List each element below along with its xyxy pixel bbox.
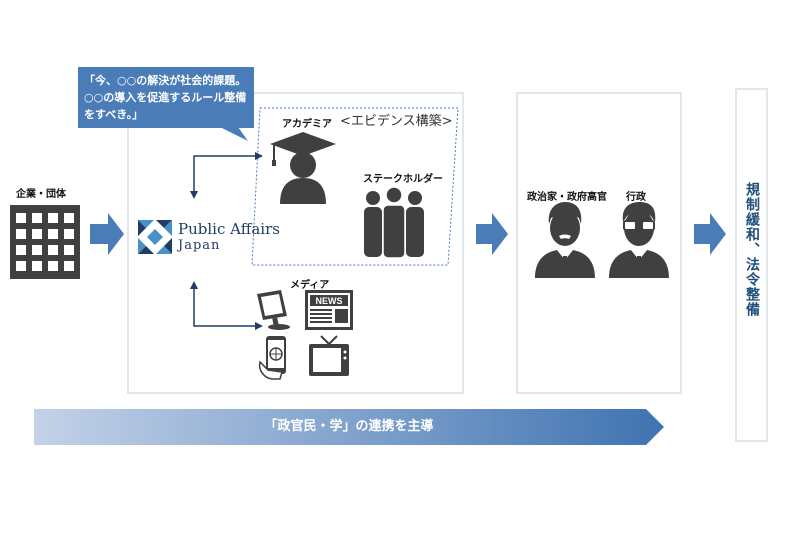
politicians-label: 政治家・政府高官 (527, 192, 607, 203)
client-label: 企業・団体 (16, 189, 66, 200)
television-icon (309, 335, 349, 376)
media-label: メディア (290, 280, 330, 291)
news-text: NEWS (316, 296, 343, 306)
graduate-icon (270, 132, 336, 204)
arrow-right-icon (694, 213, 726, 255)
group-people-icon (364, 186, 424, 259)
monitor-icon (257, 290, 290, 330)
academia-label: アカデミア (282, 119, 332, 130)
government-panel (516, 92, 682, 394)
banner-arrow (34, 409, 664, 445)
smartphone-icon (258, 336, 286, 380)
connector-arrow-media (190, 281, 263, 330)
outcome-panel (735, 88, 768, 442)
newspaper-icon: NEWS (305, 290, 353, 330)
evidence-label: <エビデンス構築> (340, 114, 453, 129)
banner-text: 「政官民・学」の連携を主導 (264, 419, 434, 434)
outcome-label: 規制緩和、法令整備 (744, 182, 760, 317)
speech-bubble: 「今、○○の解決が社会的課題。○○の導入を促進するルール整備をすべき。」 (78, 67, 254, 128)
evidence-boundary (251, 107, 459, 266)
politician-icon (535, 202, 595, 278)
connector-arrow-academia (190, 152, 263, 199)
collaboration-banner: 「政官民・学」の連携を主導 (34, 409, 664, 445)
official-icon (609, 202, 669, 278)
speech-bubble-tail (220, 127, 248, 141)
stakeholder-label: ステークホルダー (363, 174, 443, 185)
pa-logo-icon (138, 220, 172, 254)
building-icon (10, 205, 80, 279)
logo-sub: Japan (178, 238, 221, 253)
logo-name: Public Affairs (178, 220, 280, 238)
administration-label: 行政 (626, 192, 646, 203)
arrow-right-icon (90, 213, 124, 255)
arrow-right-icon (476, 213, 508, 255)
